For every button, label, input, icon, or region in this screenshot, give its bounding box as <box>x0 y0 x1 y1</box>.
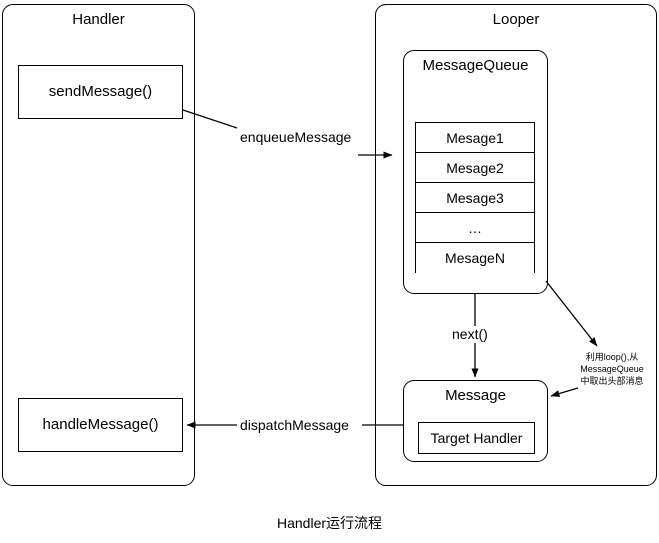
loop-annotation-line-1: 利用loop(),从 <box>585 352 639 362</box>
dispatch-message-label: dispatchMessage <box>240 417 349 434</box>
queue-item-2[interactable]: Mesage2 <box>416 153 534 183</box>
handle-message-box[interactable]: handleMessage() <box>18 398 183 452</box>
send-message-label: sendMessage() <box>48 83 153 100</box>
queue-item-1[interactable]: Mesage1 <box>416 123 534 153</box>
queue-item-ellipsis: … <box>416 213 534 243</box>
queue-item-3[interactable]: Mesage3 <box>416 183 534 213</box>
queue-item-n[interactable]: MesageN <box>416 243 534 273</box>
message-queue-list: Mesage1 Mesage2 Mesage3 … MesageN <box>415 122 535 273</box>
figure-caption: Handler运行流程 <box>276 515 383 531</box>
loop-annotation: 利用loop(),从 MessageQueue 中取出头部消息 <box>570 351 654 387</box>
loop-annotation-line-2: MessageQueue <box>580 364 644 374</box>
message-queue-title: MessageQueue <box>422 57 529 74</box>
looper-title: Looper <box>492 11 540 28</box>
target-handler-box[interactable]: Target Handler <box>418 422 535 454</box>
send-message-box[interactable]: sendMessage() <box>18 65 183 119</box>
handler-title: Handler <box>72 11 125 28</box>
handle-message-label: handleMessage() <box>42 416 159 433</box>
loop-annotation-line-3: 中取出头部消息 <box>580 376 644 386</box>
next-label: next() <box>452 326 488 343</box>
enqueue-message-label: enqueueMessage <box>240 129 352 146</box>
message-title: Message <box>445 387 506 404</box>
target-handler-label: Target Handler <box>430 430 523 446</box>
